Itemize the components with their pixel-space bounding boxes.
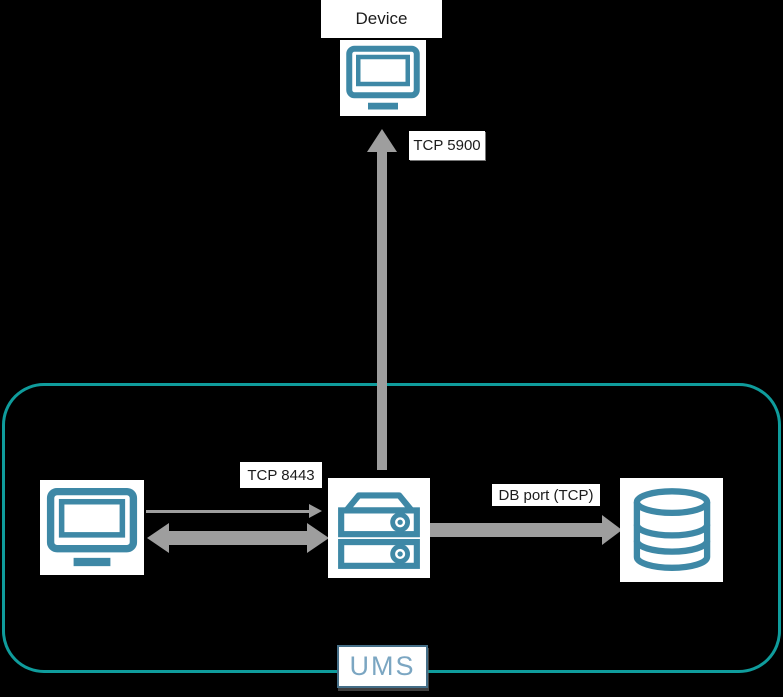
vnc-port-label: TCP 5900 [409, 131, 485, 160]
database-icon [633, 488, 710, 571]
device-node [340, 40, 426, 116]
console-arrow-right-icon [307, 523, 329, 553]
ums-container-label: UMS [337, 645, 428, 688]
console-request-arrow-right-icon [309, 504, 322, 518]
console-arrow-left-icon [147, 523, 169, 553]
console-request-arrow-shaft [146, 510, 310, 513]
monitor-icon [46, 487, 138, 567]
db-arrow-right-icon [602, 515, 622, 545]
vnc-arrow-up-icon [367, 129, 397, 152]
ums-server-node [328, 478, 430, 578]
db-port-label: DB port (TCP) [492, 484, 600, 506]
monitor-icon [346, 45, 420, 110]
device-node-label: Device [321, 0, 442, 38]
database-node [620, 478, 723, 582]
console-node [40, 480, 144, 575]
console-bidirectional-arrow-shaft [168, 531, 308, 545]
db-arrow-shaft [430, 523, 603, 537]
vnc-arrow-shaft [377, 150, 387, 470]
server-icon [338, 492, 420, 569]
console-port-label: TCP 8443 [240, 462, 322, 488]
